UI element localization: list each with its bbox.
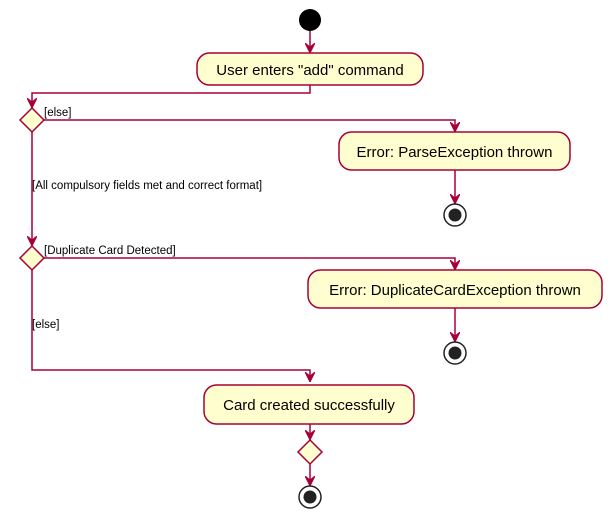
- end-node-final: [298, 485, 322, 509]
- guard-else-first: [else]: [44, 107, 72, 119]
- activity-duplicate-exception-label: Error: DuplicateCardException thrown: [329, 282, 581, 299]
- guard-duplicate-detected: [Duplicate Card Detected]: [44, 245, 176, 257]
- flow-duplicate-to-exception: [44, 257, 455, 270]
- guard-else-second: [else]: [32, 319, 60, 331]
- flow-else-to-card-created: [31, 270, 310, 382]
- end-node-duplicate-exception: [443, 341, 467, 365]
- activity-duplicate-exception: [307, 269, 603, 309]
- flow-else-to-parse-exception: [44, 119, 455, 132]
- merge-node: [296, 438, 324, 466]
- decision-node-fields: [18, 106, 46, 134]
- activity-user-enters-add-label: User enters "add" command: [216, 62, 403, 79]
- decision-node-duplicate: [18, 244, 46, 272]
- activity-card-created: [203, 384, 415, 425]
- guard-compulsory-fields: [All compulsory fields met and correct f…: [32, 180, 262, 192]
- flow-user-enters-to-decision-1: [32, 85, 311, 108]
- end-node-parse-exception: [443, 203, 467, 227]
- activity-user-enters-add: [196, 52, 424, 86]
- activity-parse-exception-label: Error: ParseException thrown: [357, 144, 553, 161]
- activity-parse-exception: [338, 131, 571, 171]
- start-node: [299, 9, 321, 31]
- activity-card-created-label: Card created successfully: [223, 397, 395, 414]
